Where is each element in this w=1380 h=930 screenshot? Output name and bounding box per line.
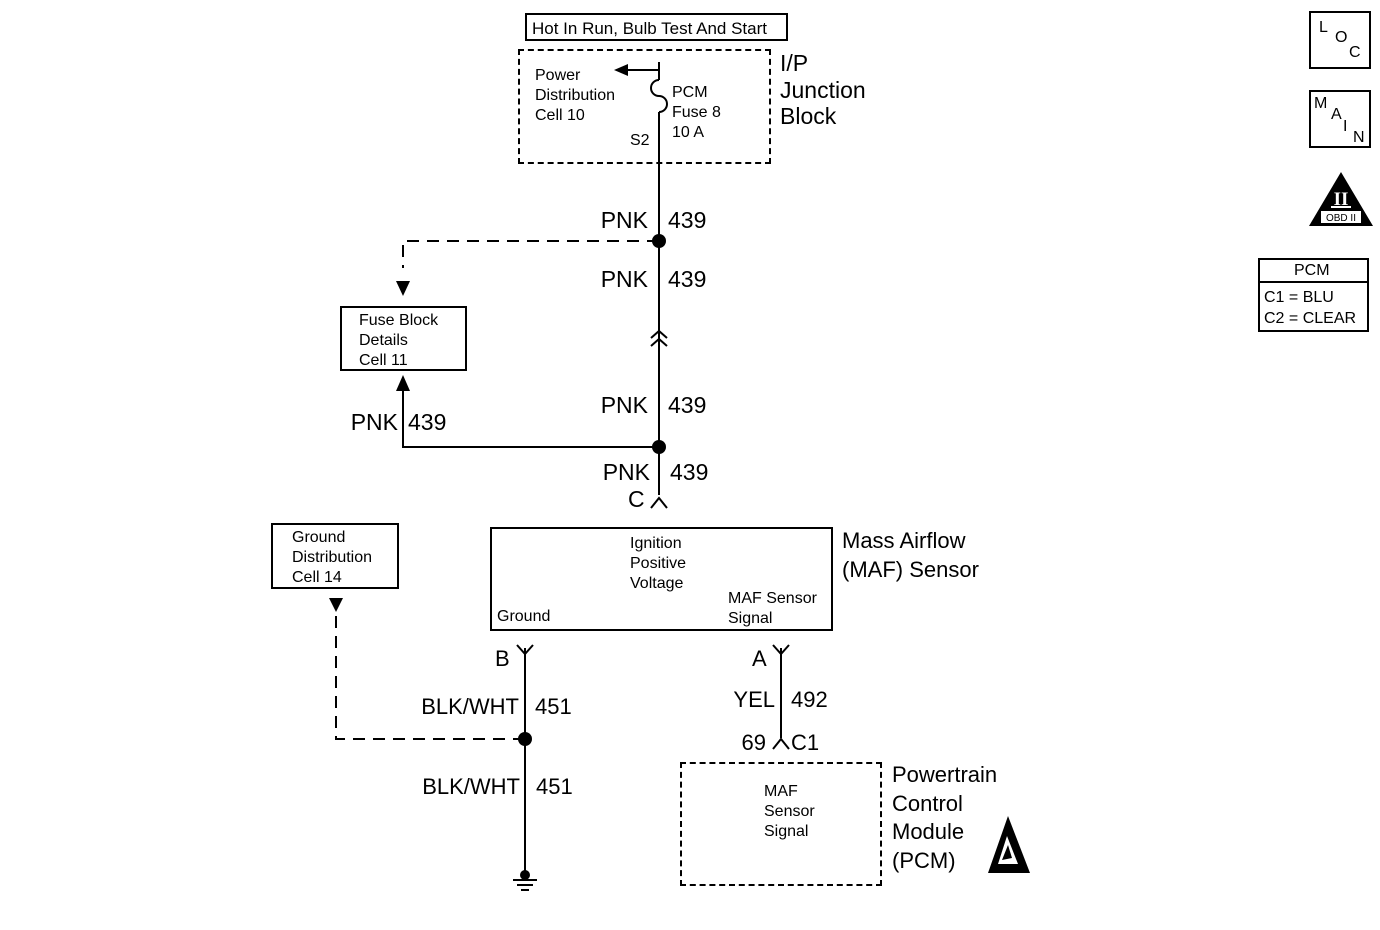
arrow-to-power-distribution <box>614 64 628 76</box>
top-power-label: Hot In Run, Bulb Test And Start <box>525 13 788 41</box>
pcm-pin-number: 69 <box>741 730 766 755</box>
fuse-block-dashed-wire <box>402 240 659 268</box>
pcm-fuse-label: PCM Fuse 8 10 A <box>672 84 721 141</box>
connector-pin-b: B <box>495 646 510 671</box>
wire-circuit-label: 451 <box>535 694 572 719</box>
legend-title: PCM <box>1294 262 1330 279</box>
wire-color-label: YEL <box>733 687 775 712</box>
connector-b-symbol <box>516 644 534 656</box>
loc-letter: O <box>1335 29 1348 46</box>
obd-label: OBD II <box>1326 213 1356 224</box>
ground-dashed-wire <box>335 612 525 740</box>
connector-c1-symbol <box>772 737 790 750</box>
wire-color-label: PNK <box>600 207 648 233</box>
inline-connector <box>650 329 668 347</box>
wire-circuit-label: 492 <box>791 687 828 712</box>
pcm-connector-legend: PCM C1 = BLU C2 = CLEAR <box>1258 258 1369 332</box>
junction-block-outline <box>518 49 771 164</box>
wire-circuit-label: 439 <box>408 409 447 435</box>
wire-color-label: PNK <box>600 392 648 418</box>
ground-distribution-box[interactable]: Ground Distribution Cell 14 <box>271 523 399 589</box>
loc-letter: C <box>1349 44 1361 61</box>
splice-dot <box>652 440 666 454</box>
splice-dot <box>652 234 666 248</box>
wire-circuit-label: 439 <box>668 266 707 292</box>
main-letter: N <box>1353 129 1365 146</box>
wire-circuit-label: 439 <box>668 207 707 233</box>
ground-symbol <box>513 879 537 891</box>
connector-pin-c: C <box>628 486 645 512</box>
pcm-outline[interactable] <box>680 762 882 886</box>
wire-circuit-label: 439 <box>668 392 707 418</box>
wire-color-label: BLK/WHT <box>422 774 520 799</box>
wire-circuit-label: 451 <box>536 774 573 799</box>
junction-block-title: I/P Junction Block <box>780 50 866 130</box>
splice-dot <box>518 732 532 746</box>
arrow-from-ground-distribution <box>329 598 343 612</box>
obd-roman-numeral: II <box>1334 189 1349 210</box>
wire-color-label: BLK/WHT <box>421 694 519 719</box>
power-distribution-tap <box>622 62 660 71</box>
esd-warning-icon <box>988 816 1030 873</box>
pcm-title: Powertrain Control Module (PCM) <box>892 762 998 873</box>
main-icon[interactable]: M A I N <box>1309 90 1371 148</box>
connector-a-symbol <box>772 644 790 656</box>
arrow-from-fuse-block <box>396 375 410 391</box>
splice-dot <box>520 870 530 880</box>
main-letter: I <box>1343 118 1348 135</box>
obd-ii-icon[interactable]: II OBD II <box>1307 170 1375 228</box>
connector-pin-a: A <box>752 646 767 671</box>
wire-color-label: PNK <box>350 409 398 435</box>
main-letter: M <box>1314 95 1328 112</box>
loc-letter: L <box>1319 19 1328 36</box>
main-letter: A <box>1331 106 1342 123</box>
connector-c-symbol <box>650 496 668 509</box>
legend-row: C1 = BLU <box>1264 289 1334 306</box>
wire-color-label: PNK <box>602 459 650 485</box>
maf-ground-label: Ground <box>497 608 551 625</box>
arrow-to-fuse-block <box>396 281 410 296</box>
loc-icon[interactable]: L O C <box>1309 11 1371 69</box>
fuse-block-details-box[interactable]: Fuse Block Details Cell 11 <box>340 306 467 371</box>
pcm-connector-label: C1 <box>791 730 820 755</box>
maf-signal-label: MAF Sensor Signal <box>728 590 817 627</box>
ground-distribution-label: Ground Distribution Cell 14 <box>292 529 373 586</box>
maf-ignition-label: Ignition Positive Voltage <box>630 535 687 592</box>
maf-sensor-title: Mass Airflow (MAF) Sensor <box>842 528 979 582</box>
maf-sensor-box[interactable]: Ignition Positive Voltage Ground MAF Sen… <box>490 527 833 631</box>
pcm-signal-label: MAF Sensor Signal <box>764 783 815 840</box>
fuse-block-pnk-wire <box>402 388 659 448</box>
power-distribution-ref[interactable]: Power Distribution Cell 10 <box>535 67 616 124</box>
wire-circuit-label: 439 <box>670 459 709 485</box>
splice-label: S2 <box>630 132 650 149</box>
fuse-block-details-label: Fuse Block Details Cell 11 <box>359 312 439 369</box>
legend-row: C2 = CLEAR <box>1264 310 1357 327</box>
wire-color-label: PNK <box>600 266 648 292</box>
fuse-symbol <box>650 79 668 113</box>
